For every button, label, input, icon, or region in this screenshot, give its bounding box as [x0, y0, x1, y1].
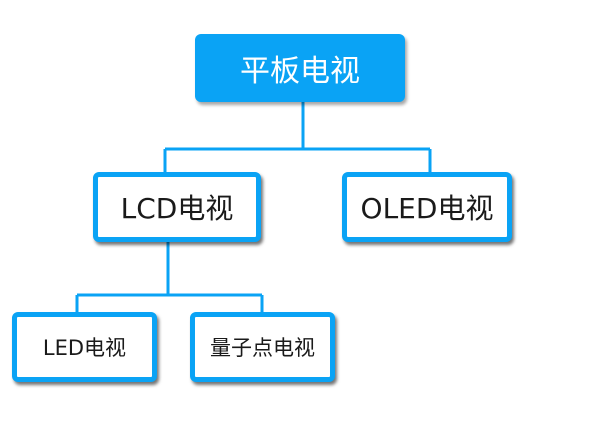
node-oled-tv: OLED电视 — [342, 172, 512, 242]
connector-root-to-level1 — [163, 102, 432, 172]
node-led-tv: LED电视 — [12, 312, 157, 382]
node-flat-panel-tv: 平板电视 — [195, 34, 405, 102]
node-quantum-dot-tv: 量子点电视 — [190, 312, 335, 382]
node-lcd-tv: LCD电视 — [93, 172, 261, 242]
connector-lcd-to-level2 — [75, 242, 264, 312]
